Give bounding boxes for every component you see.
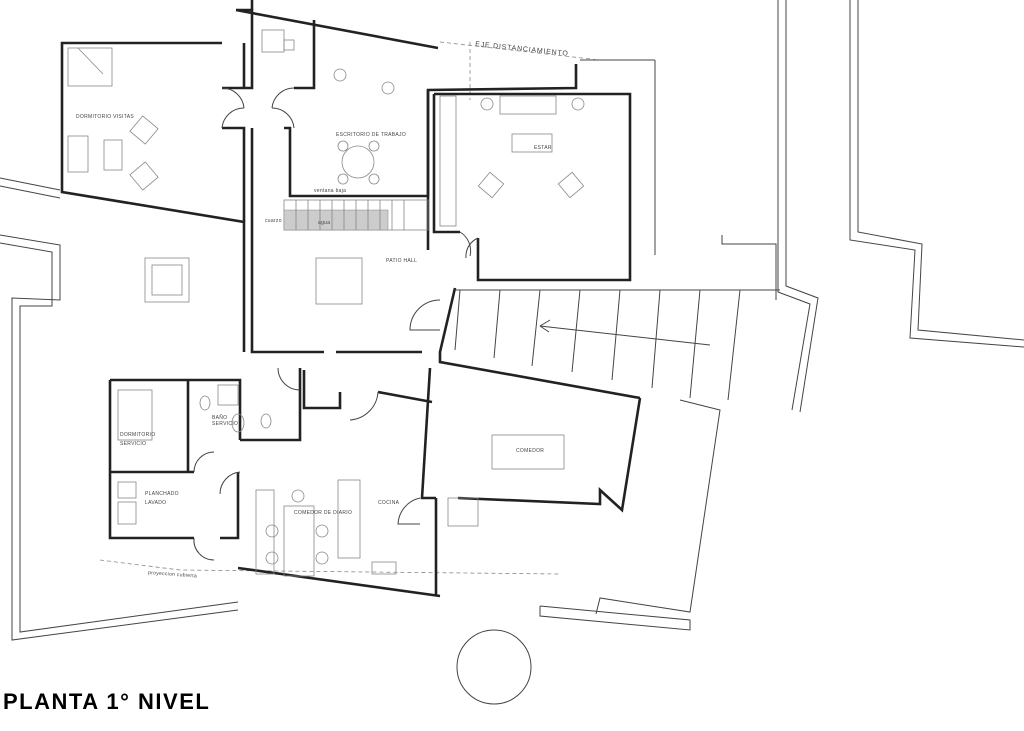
label-dormitorio-servicio: DORMITORIO (120, 432, 155, 438)
label-planchado: PLANCHADO (145, 491, 179, 497)
label-bano-servicio: BAÑO (212, 414, 227, 421)
walls (60, 0, 642, 598)
label-comedor: COMEDOR (516, 448, 544, 454)
doors[interactable] (193, 87, 479, 561)
site-lines (0, 0, 1024, 705)
label-eje: EJE DISTANCIAMIENTO (475, 41, 569, 58)
label-cocina: COCINA (378, 500, 400, 506)
furniture (67, 29, 585, 577)
label-ventana: ventana baja (314, 188, 346, 194)
label-bano-servicio-2: SERVICIO (212, 421, 238, 427)
label-cuarzo: cuarzo (265, 218, 282, 224)
label-dormitorio-servicio-2: SERVICIO (120, 441, 146, 447)
label-patio-hall: PATIO HALL (386, 258, 417, 264)
label-proyeccion: proyeccion cubierta (148, 570, 197, 579)
label-lavado: LAVADO (145, 500, 166, 506)
label-estar: ESTAR (534, 145, 552, 151)
label-dormitorio-visitas: DORMITORIO VISITAS (76, 114, 134, 120)
stairs (283, 199, 780, 527)
label-escritorio: ESCRITORIO DE TRABAJO (336, 132, 406, 138)
plan-title: PLANTA 1° NIVEL (3, 689, 211, 714)
label-agua: agua (318, 220, 330, 226)
label-comedor-diario: COMEDOR DE DIARIO (294, 510, 352, 516)
